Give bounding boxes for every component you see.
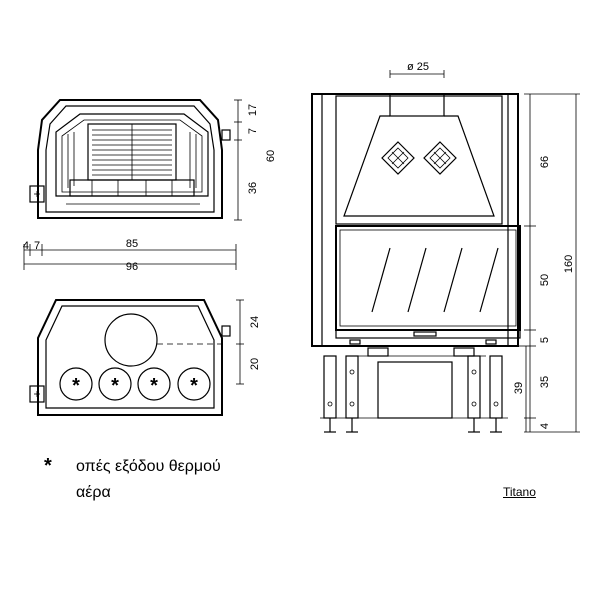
glass-reflections [371, 247, 499, 313]
bottom-view-outer-shell [37, 299, 223, 416]
legend-marker: * [44, 455, 52, 477]
bottom-view-control-box [29, 385, 45, 403]
vent-2-marker: * [111, 375, 119, 397]
vent-2: * [98, 367, 132, 401]
bottom-view-inner-shell [45, 305, 215, 409]
width-dimensions: 4 7 85 96 [23, 238, 237, 273]
front-view: ø 25 [311, 61, 580, 433]
dim-60-label: 60 [265, 150, 277, 162]
vent-3: * [137, 367, 171, 401]
legend-text-line1: οπές εξόδου θερμού [76, 458, 221, 475]
top-view-side-bracket [221, 129, 231, 141]
door-bottom-rail [335, 329, 521, 339]
dim-7-label: 7 [247, 128, 259, 134]
bottom-view: * * * * 24 20 [29, 299, 261, 416]
vent-1: * [59, 367, 93, 401]
dim-96-label: 96 [126, 261, 138, 273]
top-view-outer-shell [37, 99, 223, 219]
dim-7-width-label: 7 [34, 240, 40, 252]
hood-vent-left [381, 141, 415, 175]
dim-35-label: 35 [539, 376, 551, 388]
bottom-view-side-bracket [221, 325, 231, 337]
dim-20-label: 20 [249, 358, 261, 370]
dim-50-label: 50 [539, 274, 551, 286]
top-view-front-grate [69, 179, 195, 197]
top-view-inner-shell [45, 105, 215, 213]
dim-36-label: 36 [247, 182, 259, 194]
front-view-dim-lines [514, 93, 580, 433]
dim-39-label: 39 [513, 382, 525, 394]
dim-4-bottom-label: 4 [539, 423, 551, 429]
door-handle [413, 331, 437, 337]
glass-door [335, 225, 521, 331]
bottom-view-dim-line [236, 299, 244, 385]
vent-3-marker: * [150, 375, 158, 397]
legend-text-line2: αέρα [76, 484, 111, 501]
top-view: 17 7 60 36 [29, 99, 277, 221]
dim-66-label: 66 [539, 156, 551, 168]
flue-collar [389, 93, 445, 117]
vent-1-marker: * [72, 375, 80, 397]
top-view-control-box [29, 185, 45, 203]
top-view-dim-line [234, 99, 242, 221]
front-view-upper-panel [335, 95, 503, 225]
vent-4: * [177, 367, 211, 401]
flue-diameter-label: ø 25 [407, 61, 429, 73]
dim-85-label: 85 [126, 238, 138, 250]
front-view-outer-frame [311, 93, 519, 347]
smoke-hood [343, 115, 495, 217]
flue-opening [104, 313, 158, 367]
dim-24-label: 24 [249, 316, 261, 328]
hood-vent-right [423, 141, 457, 175]
dim-4-label: 4 [23, 240, 29, 252]
support-legs [320, 355, 508, 433]
dim-5-label: 5 [539, 337, 551, 343]
dim-17-label: 17 [247, 104, 259, 116]
dim-160-label: 160 [563, 255, 575, 273]
vent-4-marker: * [190, 375, 198, 397]
grille-slats [92, 129, 172, 176]
top-view-firebox-inner [61, 119, 203, 193]
top-view-firebox [55, 113, 209, 197]
model-name: Titano [503, 485, 536, 499]
